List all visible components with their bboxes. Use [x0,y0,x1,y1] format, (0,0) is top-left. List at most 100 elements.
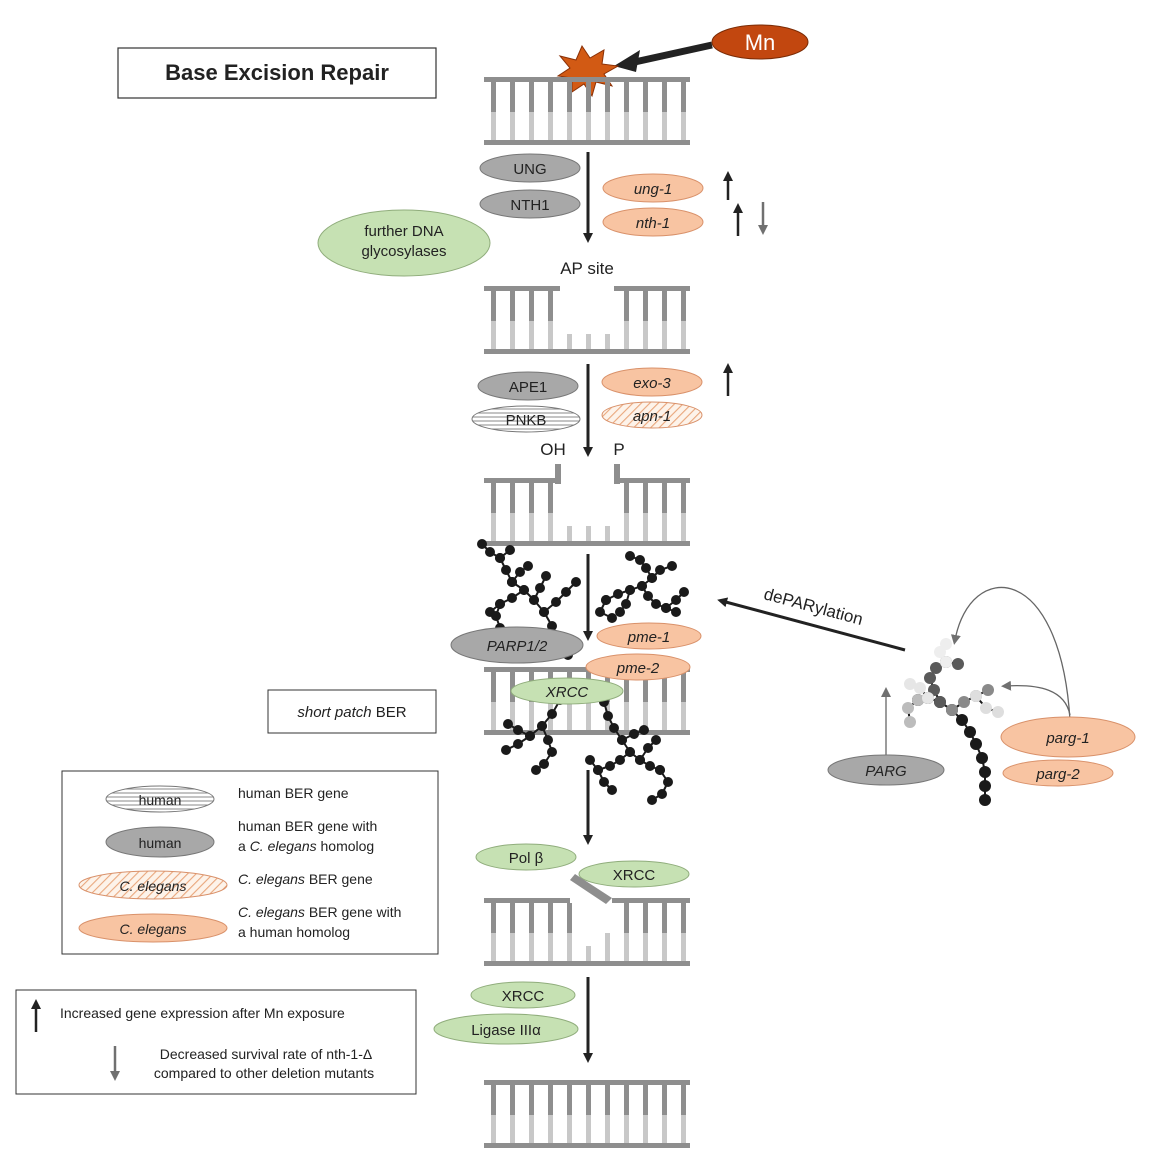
base-rung [643,513,648,541]
base-rung [529,702,534,730]
flap-strand [570,874,612,904]
deparylation-label: dePARylation [762,584,865,629]
par-bead [519,585,529,595]
base-rung [529,483,534,513]
base-rung [605,112,610,140]
par-bead [635,755,645,765]
damage-star-icon [556,44,620,98]
base-rung [548,1115,553,1143]
gene-nth1: NTH1 [510,197,549,214]
base-rung [624,933,629,961]
par-bead [956,714,968,726]
gene-parp1-2: PARP1/2 [487,638,548,655]
base-rung [643,672,648,702]
par-bead [982,684,994,696]
base-rung [681,933,686,961]
par-bead [976,752,988,764]
base-rung [529,933,534,961]
par-bead [495,599,505,609]
par-bead [940,638,952,650]
gene-ung-1: ung-1 [634,181,672,198]
strand-end [555,464,561,484]
par-bead [914,682,926,694]
par-bead [491,611,501,621]
legend-row3: C. elegans BER gene [238,871,373,887]
parg-par-chain [902,638,1004,806]
par-bead [679,587,689,597]
par-bead [507,593,517,603]
par-bead [513,725,523,735]
par-bead [924,672,936,684]
base-rung [624,672,629,702]
par-bead [603,711,613,721]
gene-exo-3: exo-3 [633,375,671,392]
base-rung [510,483,515,513]
base-rung [624,82,629,112]
gene-pnkb: PNKB [506,412,547,429]
base-rung [681,291,686,321]
gene-pme-2: pme-2 [616,660,660,677]
base-rung [529,513,534,541]
legend-row4a: C. elegans BER gene with [238,904,401,920]
base-rung [548,483,553,513]
par-bead [992,706,1004,718]
base-rung [605,933,610,961]
base-rung [567,702,572,730]
base-rung [510,291,515,321]
par-bead [655,565,665,575]
p-label: P [613,440,624,459]
mn-agent: Mn [614,24,809,72]
par-bead [513,739,523,749]
dna-segment [484,77,690,145]
legend-row2b: a C. elegans homolog [238,838,374,854]
bottom-backbone [484,1143,690,1148]
base-rung [681,82,686,112]
base-rung [567,903,572,933]
base-rung [586,1115,591,1143]
par-bead [970,690,982,702]
base-rung [662,903,667,933]
par-bead [625,551,635,561]
base-rung [624,1115,629,1143]
base-rung [567,1115,572,1143]
par-bead [952,658,964,670]
par-bead [671,595,681,605]
expression-arrows-step1 [723,171,768,236]
parg-enzymes: PARG parg-1 parg-2 [827,586,1136,787]
gene-ligase-3a: Ligase IIIα [471,1022,541,1039]
gene-ung: UNG [513,161,546,178]
base-rung [643,483,648,513]
legend-human-gray: human [139,835,182,851]
step1-glycosylases: UNG NTH1 further DNA glycosylases ung-1 … [317,153,704,277]
par-bead [547,621,557,631]
par-bead [609,723,619,733]
par-bead [515,567,525,577]
poly-adp-ribose-chains [477,539,689,805]
base-rung [681,513,686,541]
par-bead [625,585,635,595]
top-backbone [484,478,560,483]
base-rung [529,1115,534,1143]
base-rung [586,946,591,961]
mn-label: Mn [745,30,776,55]
short-patch-label: short patch BER [297,704,406,721]
par-bead [946,704,958,716]
par-bead [495,553,505,563]
base-rung [491,291,496,321]
legend-row4b: a human homolog [238,924,350,940]
base-rung [662,112,667,140]
par-bead [501,565,511,575]
par-bead [663,777,673,787]
base-rung [586,334,591,349]
par-bead [525,731,535,741]
base-rung [681,1085,686,1115]
base-rung [491,1115,496,1143]
par-bead [904,678,916,690]
par-bead [657,789,667,799]
base-rung [643,933,648,961]
par-bead [637,581,647,591]
base-rung [681,672,686,702]
par-bead [539,607,549,617]
key-decreased-2: compared to other deletion mutants [154,1065,374,1081]
base-rung [567,334,572,349]
